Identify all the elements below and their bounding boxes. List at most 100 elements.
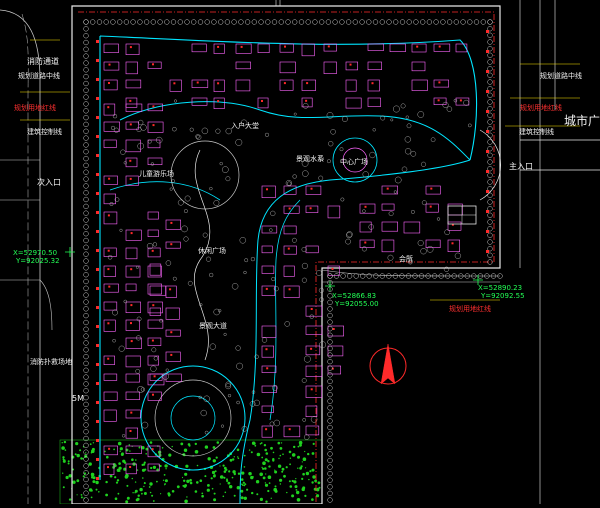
greenery-dot bbox=[115, 481, 119, 484]
red-marker bbox=[96, 382, 99, 385]
north-arrow bbox=[380, 343, 396, 385]
tree bbox=[202, 232, 208, 238]
tree bbox=[372, 19, 379, 25]
greenery-dot bbox=[76, 494, 78, 496]
tree bbox=[330, 129, 336, 135]
tree bbox=[345, 238, 351, 245]
tree bbox=[487, 259, 493, 265]
tree bbox=[345, 19, 352, 25]
tree bbox=[453, 19, 459, 25]
greenery-dot bbox=[222, 464, 225, 467]
building-footprint bbox=[147, 445, 161, 458]
greenery-dot bbox=[134, 481, 137, 483]
building-footprint bbox=[147, 103, 163, 112]
greenery-dot bbox=[199, 479, 203, 483]
greenery-dot bbox=[226, 479, 229, 482]
tree bbox=[426, 245, 434, 253]
building-footprint bbox=[103, 103, 116, 116]
greenery-dot bbox=[308, 478, 310, 481]
tree bbox=[135, 368, 140, 374]
building-footprint bbox=[125, 265, 141, 278]
tree bbox=[392, 273, 399, 279]
greenery-dot bbox=[227, 481, 231, 485]
building-footprint bbox=[103, 61, 120, 71]
red-marker bbox=[96, 249, 99, 252]
greenery-dot bbox=[63, 440, 67, 444]
tree bbox=[83, 87, 89, 93]
tree bbox=[412, 273, 418, 279]
greenery-dot bbox=[229, 485, 233, 489]
tree bbox=[83, 231, 89, 237]
tree bbox=[215, 128, 221, 134]
tree bbox=[83, 353, 89, 360]
tree bbox=[272, 385, 278, 391]
building-footprint bbox=[447, 239, 460, 252]
tree bbox=[487, 199, 493, 205]
tree bbox=[265, 132, 270, 137]
building-footprint bbox=[305, 185, 322, 195]
greenery-dot bbox=[117, 441, 122, 446]
building-footprint bbox=[283, 245, 297, 255]
tree bbox=[309, 314, 314, 319]
building-footprint bbox=[261, 385, 277, 393]
tree bbox=[406, 123, 412, 129]
building-entry-mark bbox=[130, 411, 133, 414]
tree bbox=[417, 111, 425, 118]
building-footprint bbox=[305, 425, 320, 436]
tree bbox=[251, 19, 257, 25]
tree bbox=[107, 255, 113, 260]
building-entry-mark bbox=[152, 63, 154, 66]
building-footprint bbox=[103, 391, 118, 401]
tree bbox=[83, 360, 89, 367]
tree bbox=[379, 273, 385, 279]
building-entry-mark bbox=[129, 123, 132, 126]
tree bbox=[235, 138, 243, 146]
greenery-dot bbox=[89, 443, 92, 446]
building-entry-mark bbox=[152, 393, 154, 396]
label-building-control-right: 建筑控制线 bbox=[519, 128, 554, 136]
tree bbox=[83, 299, 89, 305]
tree bbox=[487, 119, 493, 125]
greenery-dot bbox=[242, 484, 244, 486]
building-footprint bbox=[283, 265, 295, 277]
building-footprint bbox=[305, 405, 318, 417]
greenery-dot bbox=[289, 463, 291, 466]
tree bbox=[388, 211, 394, 217]
tree bbox=[211, 19, 217, 25]
tree bbox=[83, 190, 89, 196]
tree bbox=[319, 19, 325, 25]
building-footprint bbox=[327, 325, 344, 337]
label-right-coord-y: Y=92092.55 bbox=[481, 292, 525, 300]
greenery-dot bbox=[184, 472, 188, 476]
tree bbox=[417, 239, 424, 246]
tree bbox=[203, 395, 210, 402]
tree bbox=[153, 356, 158, 361]
greenery-dot bbox=[277, 464, 282, 468]
tree bbox=[362, 171, 369, 178]
building-footprint bbox=[305, 325, 323, 335]
greenery-dot bbox=[248, 449, 251, 451]
greenery-dot bbox=[254, 444, 257, 447]
greenery-dot bbox=[233, 456, 235, 458]
tree bbox=[327, 378, 333, 385]
greenery-dot bbox=[152, 500, 155, 502]
tree bbox=[327, 424, 333, 431]
tree bbox=[83, 46, 89, 52]
tree bbox=[83, 169, 89, 175]
building-footprint bbox=[305, 345, 321, 356]
tree bbox=[240, 119, 248, 127]
greenery-dot bbox=[105, 493, 108, 497]
red-marker bbox=[486, 170, 489, 173]
building-footprint bbox=[103, 463, 115, 475]
tree bbox=[250, 257, 255, 262]
red-marker bbox=[486, 190, 489, 193]
greenery-dot bbox=[194, 450, 199, 454]
greenery-dot bbox=[223, 470, 227, 473]
building-footprint bbox=[257, 97, 269, 109]
tree bbox=[327, 457, 333, 464]
tree bbox=[487, 59, 493, 65]
tree bbox=[83, 347, 89, 353]
label-inner-b: 景观水系 bbox=[296, 155, 324, 163]
building-footprint bbox=[125, 355, 141, 368]
greenery-dot bbox=[294, 485, 298, 489]
